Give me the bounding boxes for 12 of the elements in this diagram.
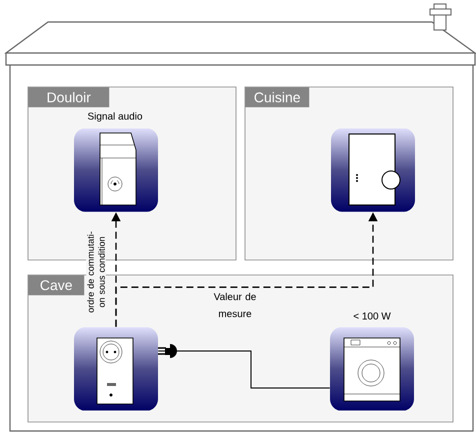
- device-drawing: [348, 134, 400, 206]
- device-caption: Signal audio: [88, 112, 142, 122]
- edge-label: Valeur de mesure: [214, 292, 256, 318]
- speaker-drawing: [100, 132, 136, 206]
- device-caption: < 100 W: [354, 312, 391, 320]
- socket-drawing: [96, 338, 134, 404]
- connector: [158, 350, 330, 388]
- room-label: Cuisine: [245, 87, 310, 108]
- room-label: Cave: [28, 275, 84, 296]
- room-label: Douloir: [28, 87, 110, 108]
- washing-machine-drawing: [344, 338, 400, 402]
- edge-label: ordre de commutati- on sous condition: [87, 232, 105, 312]
